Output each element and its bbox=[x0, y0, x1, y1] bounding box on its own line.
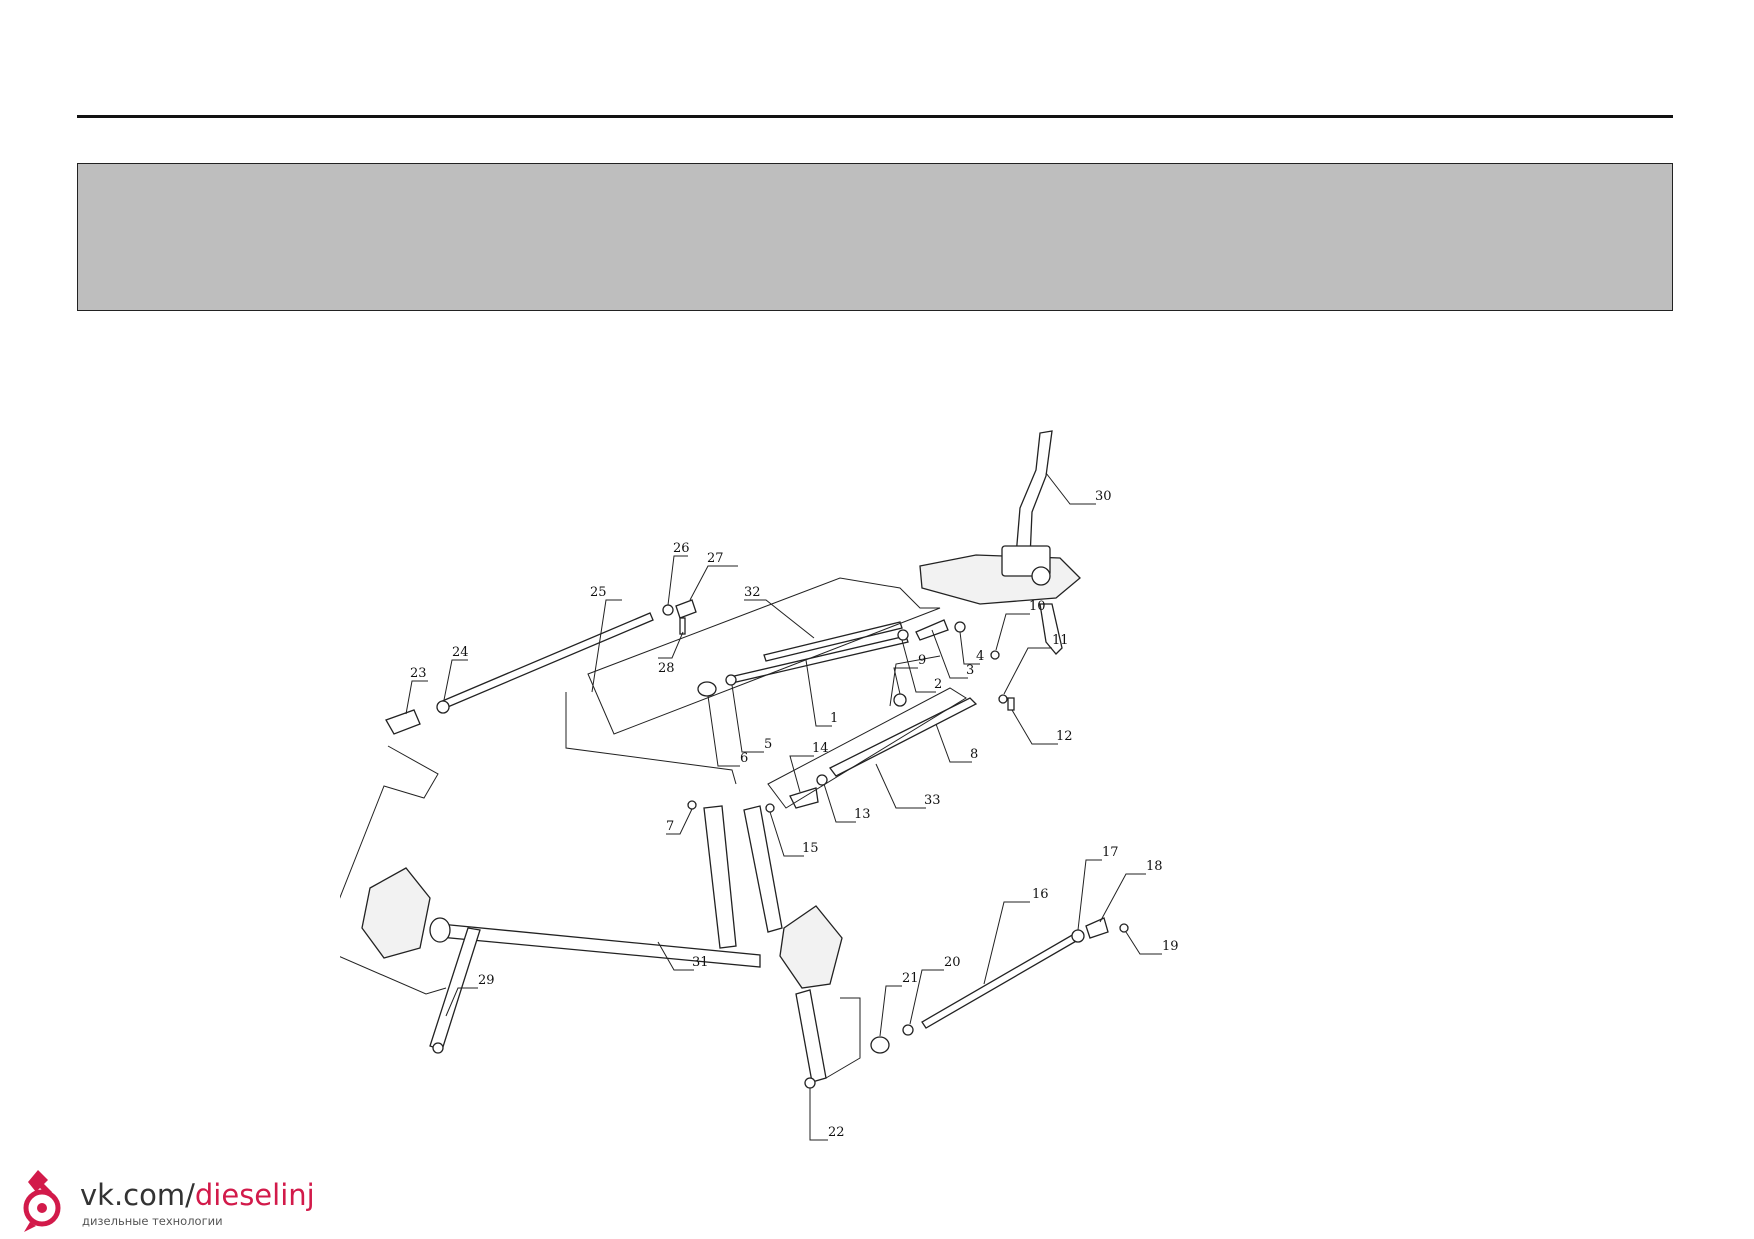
pin-12 bbox=[1007, 697, 1015, 711]
top-rule bbox=[77, 115, 1673, 118]
rod-joint-6 bbox=[697, 681, 717, 697]
watermark-url-prefix: vk.com/ bbox=[80, 1178, 195, 1212]
outline-32 bbox=[587, 577, 941, 735]
callout-labels: 1234567891011121314151617181920212223242… bbox=[410, 489, 1179, 1140]
callout-label-12: 12 bbox=[1056, 729, 1073, 744]
rod-end-21 bbox=[870, 1036, 890, 1054]
callout-label-29: 29 bbox=[478, 973, 495, 988]
washer-11 bbox=[998, 694, 1008, 704]
nut-5 bbox=[725, 674, 737, 686]
mount-bracket-right bbox=[779, 905, 843, 989]
nut-13 bbox=[816, 774, 828, 786]
nut-24 bbox=[436, 700, 450, 714]
callout-label-22: 22 bbox=[828, 1125, 845, 1140]
callout-label-11: 11 bbox=[1052, 633, 1069, 648]
callout-label-15: 15 bbox=[802, 841, 819, 856]
leader-bracket-21 bbox=[825, 997, 861, 1079]
nut-19 bbox=[1119, 923, 1129, 933]
callout-leaders bbox=[405, 472, 1162, 1141]
shifter-boss bbox=[1031, 566, 1051, 586]
callout-label-10: 10 bbox=[1029, 599, 1046, 614]
outline-33 bbox=[767, 687, 967, 809]
hanger-7 bbox=[703, 805, 737, 949]
shaft-bushing bbox=[429, 917, 451, 943]
callout-label-25: 25 bbox=[590, 585, 607, 600]
callout-label-26: 26 bbox=[673, 541, 690, 556]
callout-label-8: 8 bbox=[970, 747, 978, 762]
callout-label-5: 5 bbox=[764, 737, 772, 752]
callout-label-28: 28 bbox=[658, 661, 675, 676]
watermark-url-accent: dieselinj bbox=[194, 1178, 315, 1212]
callout-label-18: 18 bbox=[1146, 859, 1163, 874]
leader-bracket-23 bbox=[340, 745, 447, 995]
callout-label-2: 2 bbox=[934, 677, 942, 692]
callout-label-14: 14 bbox=[812, 741, 829, 756]
callout-label-33: 33 bbox=[924, 793, 941, 808]
callout-label-13: 13 bbox=[854, 807, 871, 822]
nut-22 bbox=[804, 1077, 816, 1089]
callout-label-20: 20 bbox=[944, 955, 961, 970]
nut-4 bbox=[954, 621, 966, 633]
nut-26 bbox=[662, 604, 674, 616]
bolt-9 bbox=[893, 693, 907, 707]
callout-label-16: 16 bbox=[1032, 887, 1049, 902]
leader-bracket-6 bbox=[565, 692, 737, 785]
shifter-bracket-arm bbox=[1039, 603, 1063, 655]
diagram-parts bbox=[361, 430, 1129, 1089]
callout-label-24: 24 bbox=[452, 645, 469, 660]
callout-label-1: 1 bbox=[830, 711, 838, 726]
watermark[interactable]: vk.com/dieselinj дизельные технологии bbox=[18, 1168, 338, 1234]
callout-label-27: 27 bbox=[707, 551, 724, 566]
callout-label-6: 6 bbox=[740, 751, 748, 766]
callout-label-4: 4 bbox=[976, 649, 984, 664]
assembly-outlines bbox=[340, 577, 967, 1079]
callout-label-3: 3 bbox=[966, 663, 974, 678]
callout-label-21: 21 bbox=[902, 971, 919, 986]
watermark-url[interactable]: vk.com/dieselinj bbox=[80, 1178, 315, 1212]
gear-lever bbox=[1015, 430, 1053, 559]
nut-20 bbox=[902, 1024, 914, 1036]
fuel-injector-pin-icon bbox=[23, 1170, 61, 1232]
rod-16 bbox=[921, 933, 1079, 1029]
callout-label-9: 9 bbox=[918, 653, 926, 668]
nut-17 bbox=[1071, 929, 1085, 943]
watermark-subtitle: дизельные технологии bbox=[82, 1214, 223, 1228]
callout-label-7: 7 bbox=[666, 819, 674, 834]
header-box bbox=[77, 163, 1673, 311]
callout-label-32: 32 bbox=[744, 585, 761, 600]
arm-22 bbox=[795, 989, 827, 1083]
callout-label-31: 31 bbox=[692, 955, 709, 970]
mount-bracket-left bbox=[361, 867, 431, 959]
nut-15 bbox=[765, 803, 775, 813]
shift-rod-32 bbox=[763, 621, 903, 662]
bolt-28 bbox=[679, 617, 686, 635]
joint-27 bbox=[675, 599, 697, 619]
callout-label-17: 17 bbox=[1102, 845, 1119, 860]
callout-label-23: 23 bbox=[410, 666, 427, 681]
joint-18 bbox=[1085, 917, 1109, 939]
leader-bracket-9 bbox=[889, 655, 941, 707]
hanger-15 bbox=[743, 805, 783, 933]
shifter-base-plate bbox=[919, 554, 1081, 605]
callout-label-19: 19 bbox=[1162, 939, 1179, 954]
callout-label-30: 30 bbox=[1095, 489, 1112, 504]
nut-2 bbox=[897, 629, 909, 641]
arm-29 bbox=[429, 927, 481, 1051]
rod-end-23 bbox=[385, 709, 421, 735]
cross-shaft-31 bbox=[439, 923, 761, 968]
nut-7 bbox=[687, 800, 697, 810]
washer-10 bbox=[990, 650, 1000, 660]
nut-29 bbox=[432, 1042, 444, 1054]
